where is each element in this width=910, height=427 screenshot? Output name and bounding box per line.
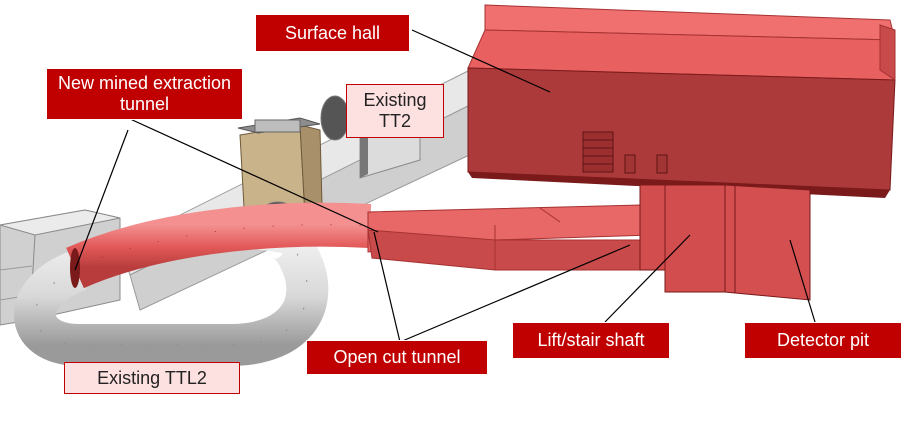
leader-detector-pit — [789, 239, 816, 323]
hall-shutter-door — [582, 131, 614, 173]
label-surface-hall: Surface hall — [255, 14, 410, 52]
label-open-cut-tunnel: Open cut tunnel — [306, 340, 488, 375]
leader-new-mined-2 — [127, 117, 379, 233]
label-existing-ttl2: Existing TTL2 — [64, 362, 240, 394]
leader-lift-shaft — [604, 234, 691, 323]
leader-open-cut-1 — [373, 231, 401, 343]
label-existing-tt2: Existing TT2 — [346, 84, 444, 138]
lift-stair-shaft — [639, 184, 726, 293]
leader-open-cut-2 — [399, 244, 631, 343]
tt2-tunnel-opening — [320, 95, 350, 141]
leader-new-mined-1 — [74, 129, 129, 271]
label-lift-stair-shaft: Lift/stair shaft — [512, 322, 670, 359]
leader-surface-hall — [411, 29, 551, 93]
open-cut-tunnel — [367, 204, 651, 271]
detector-pit — [724, 184, 811, 301]
label-detector-pit: Detector pit — [744, 322, 902, 359]
new-mined-extraction-tunnel — [66, 202, 372, 289]
surface-hall-building — [467, 4, 896, 198]
label-new-mined-extraction-tunnel: New mined extraction tunnel — [46, 68, 243, 120]
leader-lines — [74, 29, 816, 343]
